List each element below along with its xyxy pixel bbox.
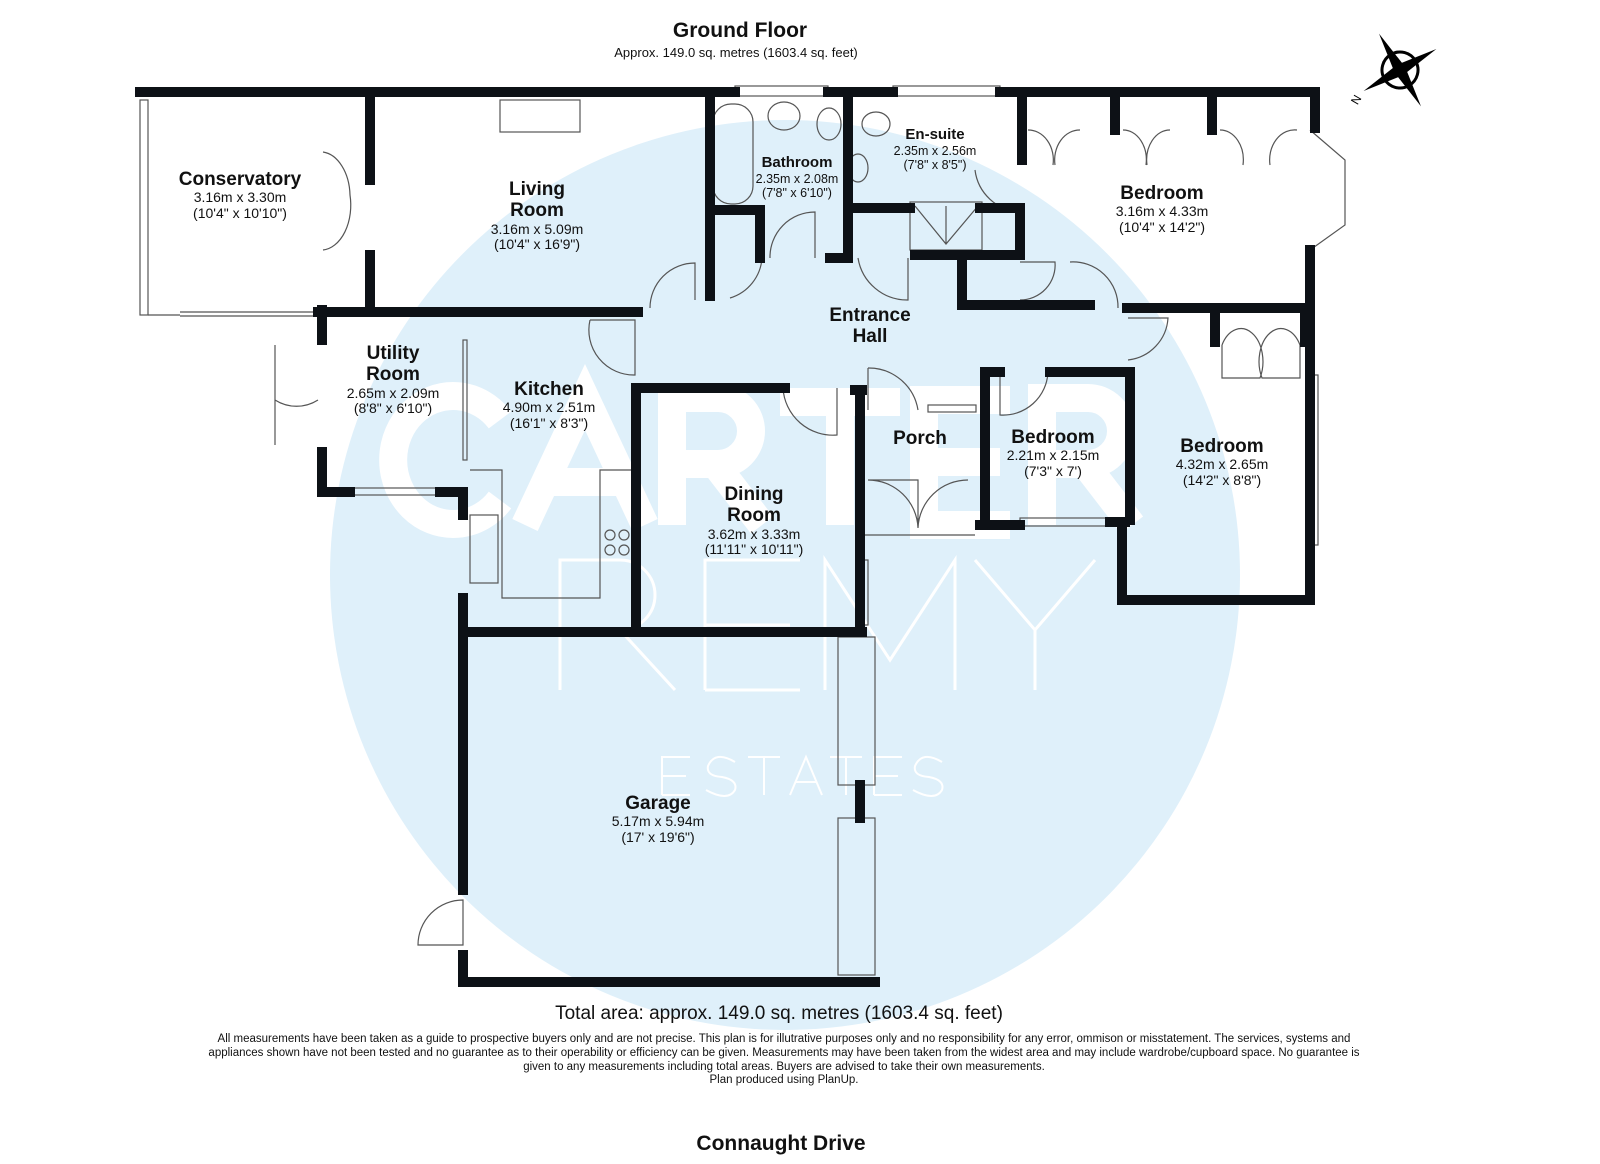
- room-porch: Porch: [893, 428, 947, 449]
- room-name: Room: [727, 505, 781, 527]
- room-metric: 2.35m x 2.08m: [755, 171, 839, 186]
- room-name: Room: [366, 364, 420, 386]
- walls: [135, 87, 1320, 987]
- room-imperial: (7'3" x 7'): [1024, 462, 1082, 479]
- room-imperial: (17' x 19'6"): [621, 828, 695, 845]
- room-name: Entrance: [829, 305, 911, 326]
- floor-title: Ground Floor: [672, 19, 808, 42]
- room-name: Bedroom: [1011, 427, 1095, 448]
- room-bedroom-3: Bedroom 4.32m x 2.65m (14'2" x 8'8"): [1176, 436, 1269, 489]
- room-metric: 2.35m x 2.56m: [893, 143, 977, 158]
- room-utility: Utility Room 2.65m x 2.09m (8'8" x 6'10"…: [347, 343, 440, 417]
- room-entrance-hall: Entrance Hall: [829, 305, 910, 348]
- room-name: Room: [510, 200, 564, 222]
- room-name: Garage: [625, 793, 691, 814]
- room-metric: 3.16m x 3.30m: [193, 189, 287, 206]
- room-bedroom-2: Bedroom 2.21m x 2.15m (7'3" x 7'): [1007, 427, 1100, 480]
- disclaimer-text: All measurements have been taken as a gu…: [208, 1033, 1360, 1073]
- room-imperial: (7'8" x 6'10"): [762, 185, 832, 200]
- total-area: Total area: approx. 149.0 sq. metres (16…: [555, 1003, 1003, 1024]
- room-ensuite: En-suite 2.35m x 2.56m (7'8" x 8'5"): [893, 126, 977, 172]
- room-name: Bathroom: [761, 154, 833, 171]
- compass-north-label: N: [1348, 92, 1364, 107]
- room-kitchen: Kitchen 4.90m x 2.51m (16'1" x 8'3"): [503, 379, 596, 432]
- room-conservatory: Conservatory 3.16m x 3.30m (10'4" x 10'1…: [179, 169, 302, 222]
- watermark-word-carter: [379, 364, 1144, 539]
- room-name: En-suite: [905, 126, 965, 143]
- room-garage: Garage 5.17m x 5.94m (17' x 19'6"): [612, 793, 705, 846]
- room-name: Bedroom: [1180, 436, 1264, 457]
- room-bathroom: Bathroom 2.35m x 2.08m (7'8" x 6'10"): [755, 154, 839, 200]
- watermark-logo: [379, 364, 1144, 797]
- room-metric: 4.90m x 2.51m: [502, 399, 596, 416]
- room-metric: 4.32m x 2.65m: [1175, 456, 1269, 473]
- room-name: Dining: [724, 484, 784, 505]
- watermark-word-estates: [661, 754, 944, 797]
- floor-subtitle: Approx. 149.0 sq. metres (1603.4 sq. fee…: [614, 45, 858, 60]
- room-name: Kitchen: [514, 379, 584, 400]
- fixtures: [139, 85, 1346, 976]
- room-living: Living Room 3.16m x 5.09m (10'4" x 16'9"…: [491, 179, 584, 253]
- room-imperial: (10'4" x 14'2"): [1118, 218, 1206, 235]
- room-imperial: (7'8" x 8'5"): [903, 157, 967, 172]
- room-name: Hall: [852, 326, 888, 348]
- room-metric: 2.65m x 2.09m: [346, 384, 440, 401]
- room-imperial: (10'4" x 16'9"): [493, 236, 581, 253]
- room-name: Conservatory: [178, 169, 302, 190]
- disclaimer: All measurements have been taken as a gu…: [194, 1033, 1374, 1088]
- room-imperial: (8'8" x 6'10"): [353, 400, 433, 417]
- room-metric: 5.17m x 5.94m: [611, 813, 705, 830]
- room-dining: Dining Room 3.62m x 3.33m (11'11" x 10'1…: [705, 484, 804, 558]
- compass-icon: [1363, 33, 1437, 107]
- produced-by: Plan produced using PlanUp.: [709, 1074, 859, 1087]
- room-imperial: (11'11" x 10'11"): [704, 541, 804, 558]
- room-imperial: (16'1" x 8'3"): [509, 414, 589, 431]
- room-metric: 3.16m x 5.09m: [490, 220, 584, 237]
- room-imperial: (10'4" x 10'10"): [193, 204, 287, 221]
- room-name: Living: [509, 179, 565, 200]
- room-metric: 3.16m x 4.33m: [1115, 203, 1209, 220]
- watermark-circle: [330, 120, 1240, 1030]
- room-name: Porch: [893, 428, 947, 449]
- room-name: Bedroom: [1120, 183, 1204, 204]
- address: Connaught Drive: [696, 1132, 866, 1155]
- room-metric: 3.62m x 3.33m: [707, 525, 801, 542]
- room-imperial: (14'2" x 8'8"): [1182, 471, 1262, 488]
- room-bedroom-1: Bedroom 3.16m x 4.33m (10'4" x 14'2"): [1116, 183, 1209, 236]
- room-name: Utility: [366, 343, 420, 364]
- room-metric: 2.21m x 2.15m: [1006, 447, 1100, 464]
